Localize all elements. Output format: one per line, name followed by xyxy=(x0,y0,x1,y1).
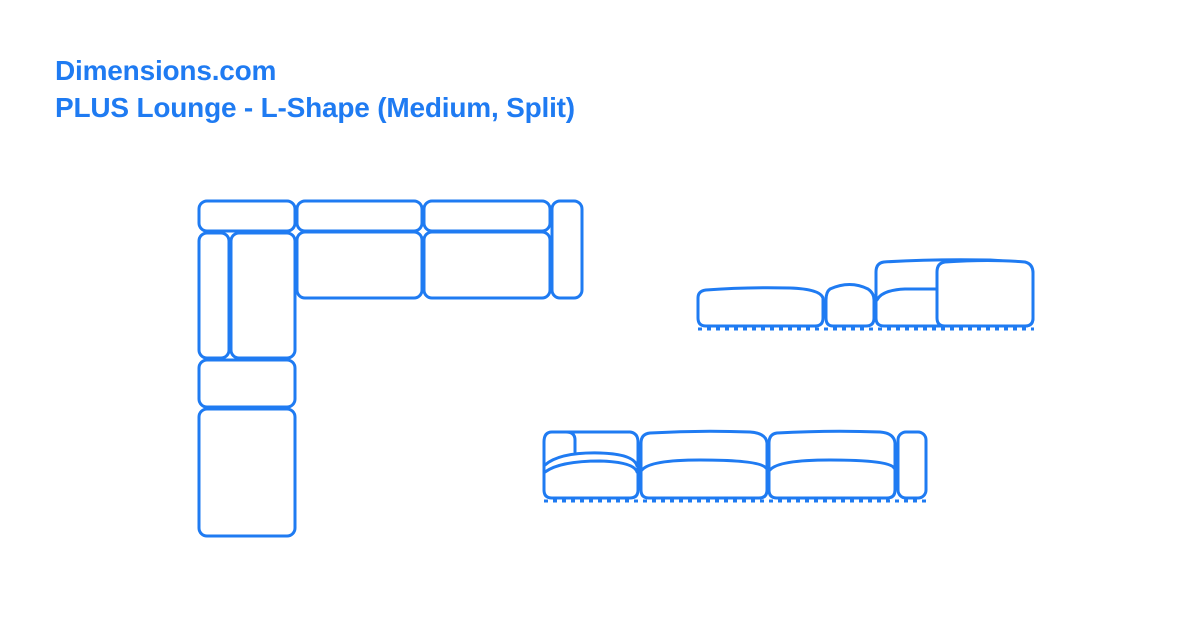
front-corner-module xyxy=(542,430,640,500)
plan-seat-cushion-2 xyxy=(422,230,552,300)
side-seat-module xyxy=(824,283,876,328)
plan-back-cushion-left xyxy=(197,231,231,360)
plan-chaise-cushion xyxy=(197,407,297,538)
plan-seat-cushion-middle xyxy=(197,358,297,409)
front-corner-seat-line xyxy=(543,459,639,474)
header: Dimensions.com PLUS Lounge - L-Shape (Me… xyxy=(55,52,575,126)
plan-armrest-right xyxy=(550,199,584,300)
site-name: Dimensions.com xyxy=(55,55,277,86)
front-right-seat-line xyxy=(768,458,896,472)
plan-back-cushion-2 xyxy=(422,199,552,233)
plan-back-cushion-1 xyxy=(295,199,424,233)
plan-view xyxy=(197,199,584,538)
front-corner-arm-line xyxy=(564,430,577,454)
front-armrest-right xyxy=(896,430,928,500)
front-right-module xyxy=(767,429,897,500)
front-middle-module xyxy=(639,429,769,500)
plan-seat-cushion-1 xyxy=(295,230,424,300)
front-corner-seat-top xyxy=(543,451,639,468)
side-seat-line xyxy=(875,287,939,302)
front-elevation xyxy=(542,429,928,503)
plan-back-cushion-corner xyxy=(197,199,297,233)
page-title: PLUS Lounge - L-Shape (Medium, Split) xyxy=(55,92,575,123)
side-elevation xyxy=(696,258,1035,331)
front-middle-seat-line xyxy=(640,458,768,472)
side-chaise xyxy=(696,286,825,328)
side-back-cushion xyxy=(935,259,1035,328)
plan-seat-cushion-corner xyxy=(229,231,297,360)
